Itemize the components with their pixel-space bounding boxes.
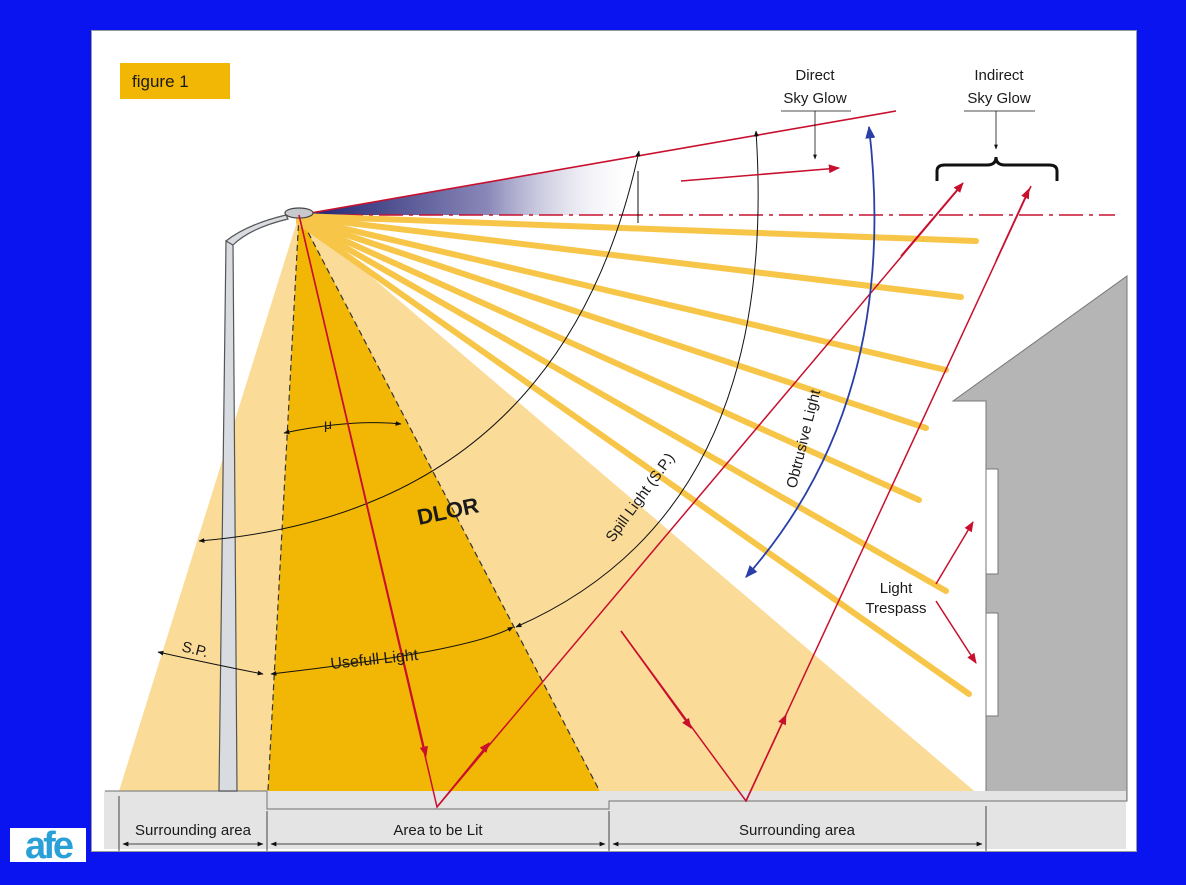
light-trespass-label-1: Light	[880, 580, 913, 597]
ground-outline	[105, 790, 1126, 810]
afe-logo: afe	[8, 820, 90, 880]
zone-center-label: Area to be Lit	[393, 822, 483, 839]
trespass-arrow-up	[935, 521, 974, 585]
dimension-lines	[118, 796, 987, 851]
reflection-arrow-down	[298, 214, 428, 758]
indirect-sky-glow-label-1: Indirect	[974, 67, 1024, 84]
mu-label: μ	[324, 416, 332, 432]
trespass-arrow-down	[935, 600, 977, 664]
reflection-arrow-sky	[900, 182, 964, 257]
afe-logo-text: afe	[25, 825, 73, 867]
diagram-panel: figure 1 Direct Sky Glow Indirect Sky Gl…	[91, 30, 1137, 852]
building	[951, 275, 1128, 802]
zone-left-label: Surrounding area	[135, 822, 252, 839]
light-trespass-label-2: Trespass	[865, 600, 926, 617]
figure-badge	[120, 63, 230, 99]
indirect-sky-glow-label-2: Sky Glow	[967, 90, 1031, 107]
angle-arc-sp	[157, 650, 264, 676]
reflection-arrow-right-sky	[995, 188, 1030, 262]
reflection-arrow-right-down	[620, 630, 692, 729]
ground-band	[104, 791, 1126, 849]
afe-logo-mark: afe	[10, 825, 86, 867]
direct-sky-glow-label-1: Direct	[795, 67, 835, 84]
reflection-arrow-up	[436, 742, 490, 808]
reflection-arrow-right-up	[745, 714, 787, 802]
light-pollution-diagram: figure 1 Direct Sky Glow Indirect Sky Gl…	[104, 63, 1128, 851]
useful-cone-edge-left	[266, 214, 300, 810]
figure-label: figure 1	[132, 72, 189, 91]
indirect-sky-glow-brace	[935, 156, 1059, 181]
sp-label: S.P.	[180, 638, 210, 661]
lamp-arm	[224, 214, 289, 246]
angle-arc-useful	[270, 626, 514, 676]
direct-sky-glow-label-2: Sky Glow	[783, 90, 847, 107]
obtrusive-light-arrow	[745, 125, 876, 578]
building-window-lower	[985, 612, 999, 717]
building-window-upper	[985, 468, 999, 575]
zone-right-label: Surrounding area	[739, 822, 856, 839]
